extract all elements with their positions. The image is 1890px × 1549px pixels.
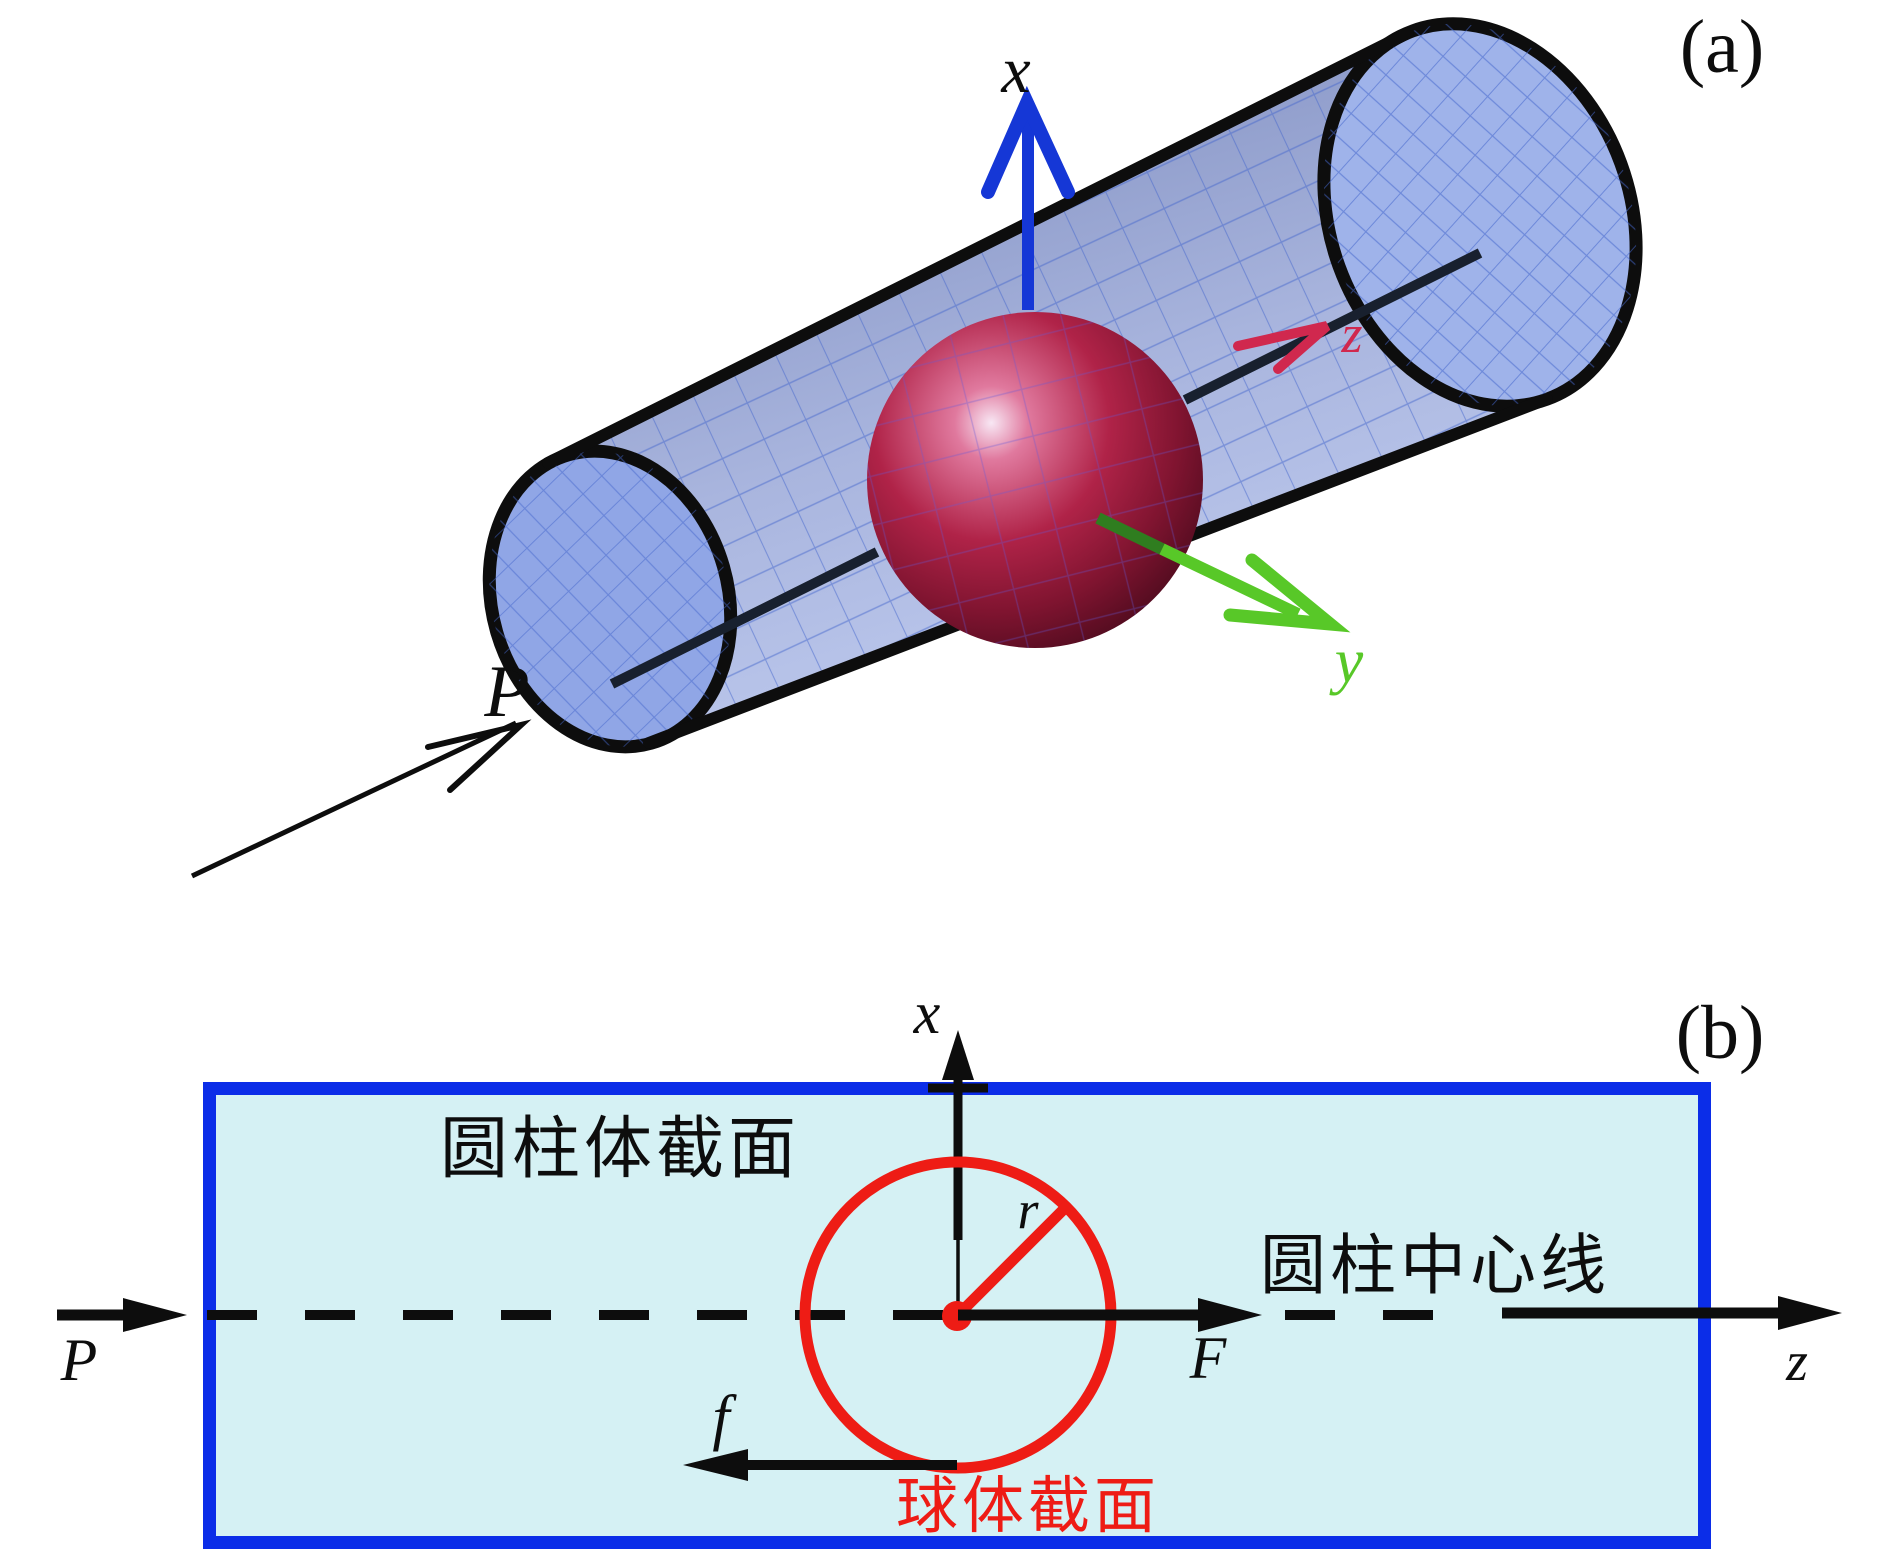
section-x-axis-label: x <box>913 980 941 1046</box>
radius-label: r <box>1017 1180 1039 1240</box>
cylinder-axis-line-right <box>1182 248 1483 405</box>
panel-b-tag: (b) <box>1676 991 1765 1075</box>
cylinder-left-cap <box>482 444 738 754</box>
pressure-label-3d: P <box>483 651 529 733</box>
section-z-axis-label: z <box>1785 1331 1808 1393</box>
panel-b-cross-section: 圆柱体截面 圆柱中心线 x r P F <box>57 980 1842 1549</box>
pressure-arrow-3d <box>190 719 532 879</box>
friction-f-arrow <box>683 1449 957 1481</box>
pressure-arrow-section <box>57 1298 187 1332</box>
centerline-label: 圆柱中心线 <box>1260 1230 1610 1303</box>
x-axis-label: x <box>1000 34 1030 107</box>
panel-a-tag: (a) <box>1680 5 1764 89</box>
force-F-arrow <box>958 1298 1262 1332</box>
y-axis-label: y <box>1329 625 1364 696</box>
cylinder-right-cap <box>1317 17 1643 413</box>
z-axis-arrow <box>1233 321 1331 374</box>
cylinder-axis-line-left <box>609 547 880 689</box>
z-axis-label: z <box>1340 304 1362 364</box>
force-F-label: F <box>1189 1325 1228 1391</box>
center-dot <box>942 1301 972 1331</box>
section-x-axis-arrow <box>928 1030 988 1305</box>
cylinder-section-label: 圆柱体截面 <box>440 1111 800 1187</box>
sphere <box>867 312 1203 648</box>
x-axis-arrow <box>981 85 1075 310</box>
radius-line <box>961 1201 1072 1312</box>
panel-a-3d-diagram: x y z P (a) <box>190 5 1764 879</box>
sphere-section-label: 球体截面 <box>896 1473 1160 1541</box>
pressure-label-section: P <box>60 1327 98 1393</box>
y-axis-arrow <box>1095 512 1351 633</box>
cylinder-top-edge <box>542 27 1414 469</box>
section-z-axis-arrow <box>1502 1296 1842 1330</box>
